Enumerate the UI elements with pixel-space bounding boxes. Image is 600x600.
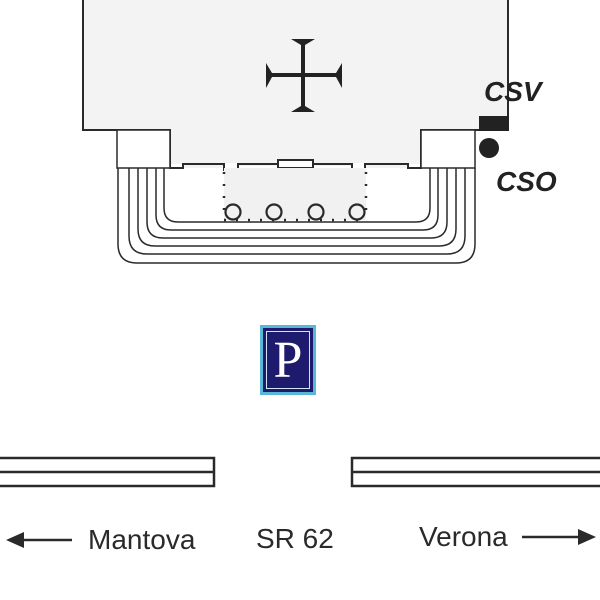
destination-east-label: Verona bbox=[419, 521, 508, 552]
arrow-right-icon bbox=[522, 529, 596, 545]
cross-pattee-icon bbox=[266, 39, 342, 112]
road-west-segment bbox=[0, 456, 216, 488]
parking-icon[interactable]: P bbox=[260, 325, 316, 395]
csv-label: CSV bbox=[484, 76, 542, 107]
cso-marker-circle bbox=[479, 138, 499, 158]
bollard bbox=[265, 203, 283, 221]
parking-sign-background: P bbox=[263, 328, 313, 392]
arrow-left-icon bbox=[6, 532, 72, 548]
cso-label: CSO bbox=[496, 166, 557, 197]
church-building bbox=[83, 0, 508, 168]
bollard bbox=[307, 203, 325, 221]
right-porch bbox=[420, 129, 476, 169]
road-name-label: SR 62 bbox=[256, 523, 334, 554]
church-steps bbox=[117, 168, 476, 264]
road-east-segment bbox=[350, 456, 600, 488]
forecourt bbox=[224, 168, 366, 220]
destination-west-label: Mantova bbox=[88, 524, 196, 555]
parking-letter: P bbox=[273, 332, 303, 389]
left-porch bbox=[116, 129, 171, 169]
csv-marker-square bbox=[479, 116, 509, 131]
bollard bbox=[224, 203, 242, 221]
church-door bbox=[277, 159, 314, 169]
parking-sign-frame: P bbox=[266, 331, 310, 389]
bollard bbox=[348, 203, 366, 221]
